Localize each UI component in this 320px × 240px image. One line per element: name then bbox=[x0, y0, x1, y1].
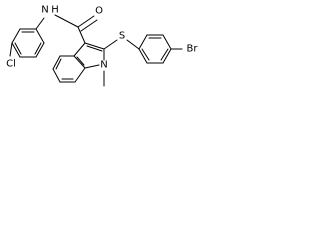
amide-nitrogen-label: N bbox=[41, 5, 48, 16]
bond-c3-c2 bbox=[84, 42, 105, 50]
bond-brph-dbl-2 bbox=[160, 48, 169, 61]
bromophenyl-ring bbox=[138, 34, 183, 64]
bond-clph-dbl-2 bbox=[14, 42, 22, 55]
bond-carbonyl-o-2 bbox=[80, 19, 98, 32]
bond-nh-aryl bbox=[35, 17, 45, 30]
bond-brph-dbl-3 bbox=[141, 48, 150, 61]
bond-brph-3 bbox=[162, 34, 172, 50]
bond-nh-carbonyl bbox=[54, 14, 79, 28]
sulfur-label: S bbox=[119, 31, 125, 42]
chlorophenyl-ring bbox=[9, 17, 45, 58]
bond-c7-c7a bbox=[74, 67, 86, 83]
bond-brph-1 bbox=[138, 34, 148, 50]
bond-benzo-dbl-1 bbox=[55, 58, 62, 70]
bond-c3a-c7a bbox=[73, 55, 86, 69]
bond-clph-6 bbox=[35, 28, 45, 44]
bromine-label: Br bbox=[187, 44, 199, 55]
bond-c3-c3a bbox=[73, 42, 86, 57]
bond-c5-c6 bbox=[52, 68, 61, 83]
chemical-structure: N H O Cl S Br N bbox=[6, 5, 199, 87]
bond-clph-5 bbox=[35, 42, 45, 58]
bond-benzo-dbl-3 bbox=[76, 56, 85, 66]
bond-c4-c5 bbox=[52, 55, 61, 70]
bond-clph-dbl-3 bbox=[34, 42, 42, 55]
bond-clph-2 bbox=[11, 28, 21, 44]
amide-group bbox=[54, 14, 98, 44]
carbonyl-oxygen-label: O bbox=[95, 6, 103, 17]
bond-c2-s bbox=[103, 39, 118, 50]
bond-clph-3 bbox=[11, 42, 21, 58]
bond-c3-c2-dbl bbox=[86, 45, 103, 52]
bond-brph-6 bbox=[138, 48, 148, 64]
indole-nitrogen-label: N bbox=[100, 60, 107, 71]
thioether-link bbox=[103, 39, 140, 50]
bond-brph-4 bbox=[162, 48, 172, 64]
bond-aryl-cl bbox=[9, 42, 13, 57]
chlorine-label: Cl bbox=[6, 59, 16, 70]
bond-carbonyl-c3 bbox=[77, 26, 86, 44]
bond-s-aryl bbox=[126, 39, 140, 50]
bond-n1-c7a bbox=[84, 64, 100, 69]
amide-hydrogen-label: H bbox=[51, 5, 59, 16]
bond-carbonyl-o-1 bbox=[77, 15, 95, 28]
indole-core bbox=[52, 42, 105, 87]
